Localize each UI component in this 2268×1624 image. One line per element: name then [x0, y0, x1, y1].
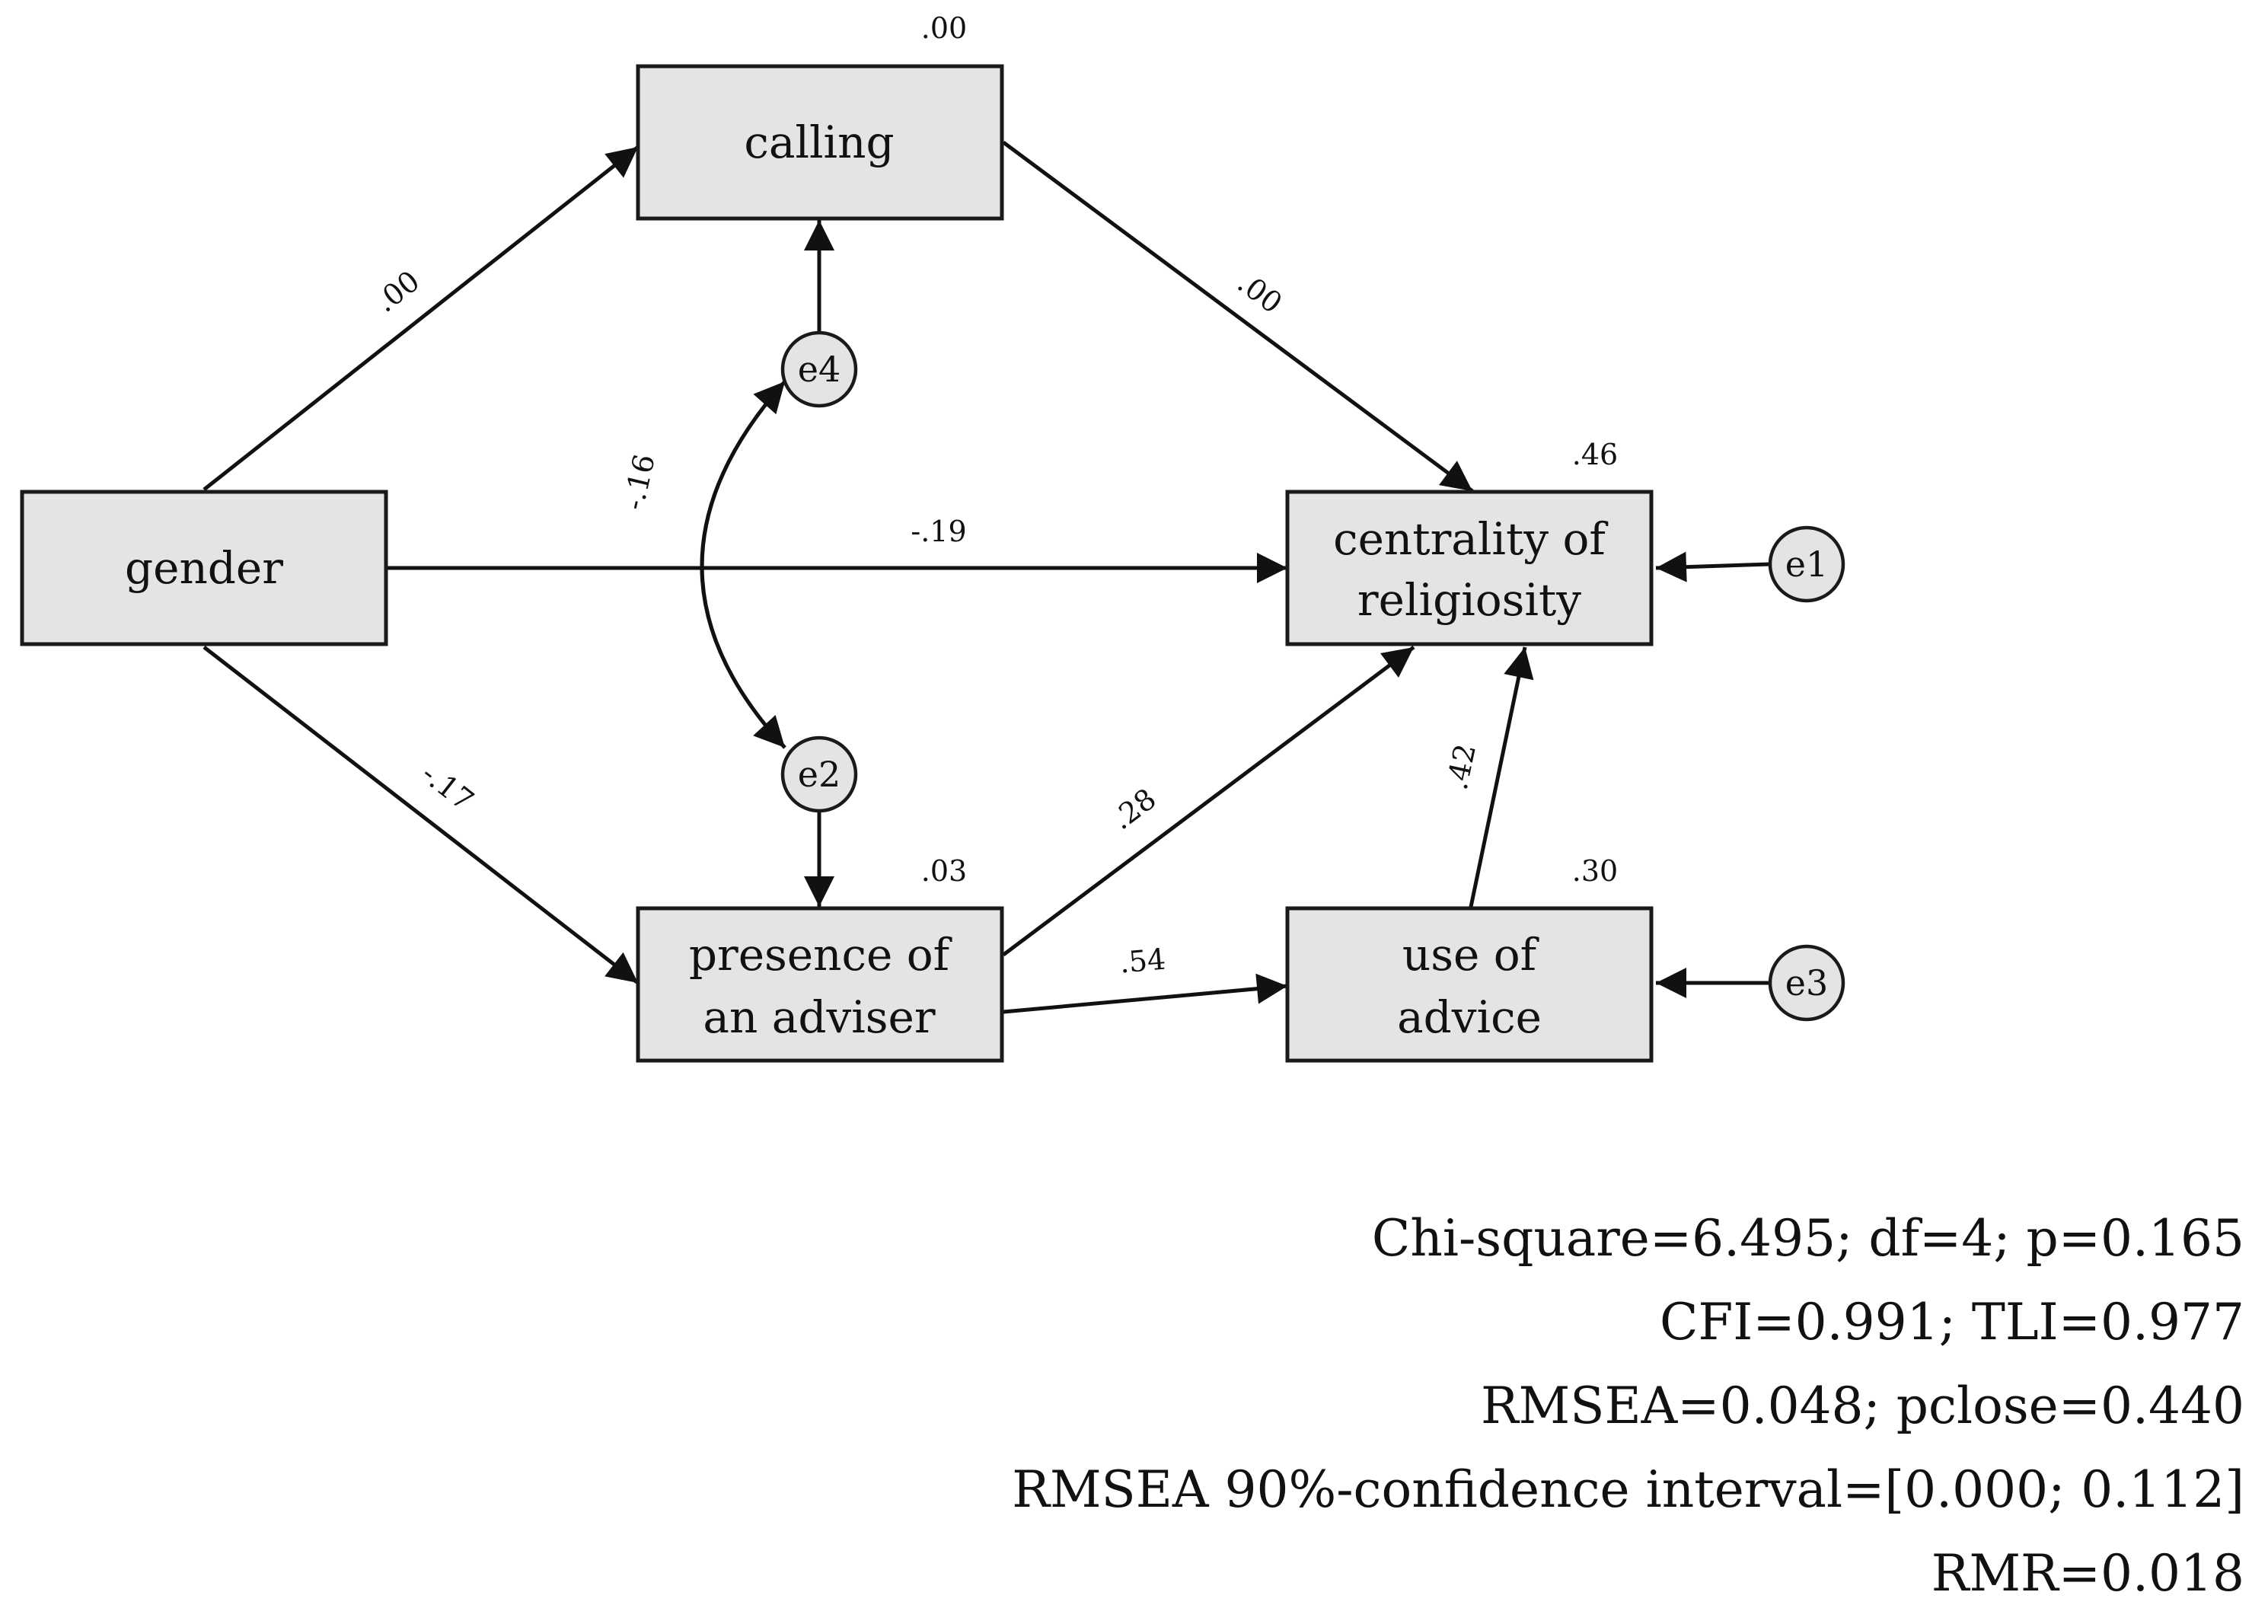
- r2-adviser: .03: [921, 854, 967, 888]
- path-calling-centrality: [1002, 140, 1474, 493]
- node-centrality-label-line1: centrality of: [1333, 513, 1608, 565]
- covariance-e4-e2: [700, 380, 786, 749]
- coef-advice-centrality: .42: [1440, 741, 1482, 793]
- node-adviser-label-line1: presence of: [689, 929, 952, 981]
- fit-statistics: Chi-square=6.495; df=4; p=0.165 CFI=0.99…: [1012, 1209, 2244, 1603]
- error-e3-label: e3: [1785, 962, 1829, 1003]
- path-gender-adviser: [203, 646, 640, 984]
- r2-calling: .00: [921, 11, 967, 45]
- node-centrality-label-line2: religiosity: [1357, 574, 1581, 626]
- coef-e4-e2-covariance: -.16: [617, 451, 662, 512]
- path-gender-calling: [203, 145, 640, 491]
- r2-centrality: .46: [1572, 438, 1618, 471]
- path-adviser-centrality: [1002, 645, 1415, 957]
- error-e2-label: e2: [798, 754, 841, 795]
- fit-line-chi-square: Chi-square=6.495; df=4; p=0.165: [1372, 1209, 2244, 1268]
- coef-gender-calling: .00: [369, 264, 426, 319]
- error-e1-label: e1: [1785, 544, 1829, 585]
- path-adviser-advice: [1003, 973, 1288, 1014]
- error-e2: e2: [780, 735, 858, 813]
- node-advice-label-line1: use of: [1402, 929, 1539, 981]
- path-e1-centrality: [1655, 551, 1771, 582]
- node-use-of-advice: use of advice .30: [1285, 854, 1654, 1063]
- coef-adviser-advice: .54: [1118, 942, 1167, 979]
- coef-gender-adviser: -.17: [416, 757, 480, 818]
- node-adviser-label-line2: an adviser: [703, 991, 935, 1043]
- fit-line-cfi-tli: CFI=0.991; TLI=0.977: [1660, 1293, 2244, 1351]
- path-advice-centrality: [1469, 646, 1534, 908]
- node-presence-of-adviser: presence of an adviser .03: [636, 854, 1004, 1063]
- error-e4: e4: [780, 330, 858, 408]
- error-e4-label: e4: [798, 349, 841, 390]
- fit-line-rmr: RMR=0.018: [1931, 1544, 2244, 1603]
- error-e3: e3: [1768, 944, 1845, 1022]
- node-centrality-of-religiosity: centrality of religiosity .46: [1285, 438, 1654, 646]
- coef-calling-centrality: .00: [1231, 266, 1288, 321]
- coef-gender-centrality: -.19: [911, 515, 966, 548]
- coef-adviser-centrality: .28: [1105, 782, 1163, 837]
- node-calling: calling .00: [636, 11, 1004, 221]
- r2-advice: .30: [1572, 854, 1618, 888]
- fit-line-rmsea-ci: RMSEA 90%-confidence interval=[0.000; 0.…: [1012, 1460, 2244, 1519]
- node-gender: gender: [20, 490, 388, 646]
- node-advice-label-line2: advice: [1397, 991, 1542, 1043]
- fit-line-rmsea: RMSEA=0.048; pclose=0.440: [1481, 1377, 2244, 1435]
- error-e1: e1: [1768, 525, 1845, 603]
- node-gender-label: gender: [125, 542, 283, 594]
- node-calling-label: calling: [744, 116, 894, 168]
